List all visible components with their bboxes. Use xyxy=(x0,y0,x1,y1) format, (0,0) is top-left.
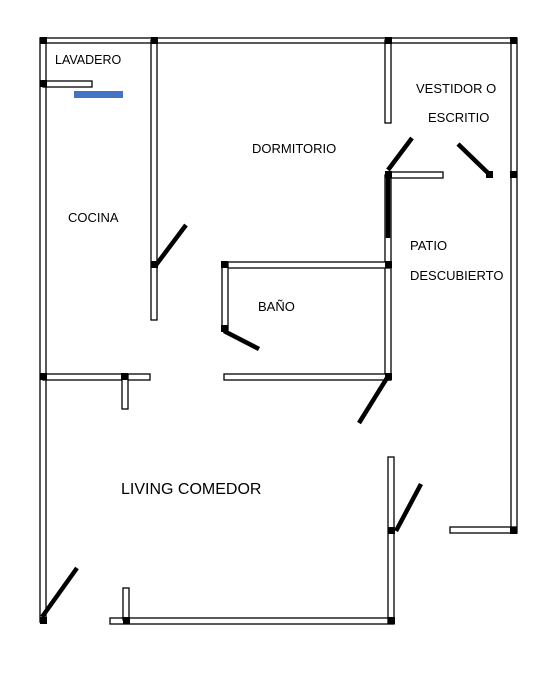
exterior-walls xyxy=(39,37,518,625)
interior-walls xyxy=(42,39,444,624)
door-vestidor-patio xyxy=(456,142,491,176)
room-labels: LAVADERO DORMITORIO VESTIDOR O ESCRITIO … xyxy=(55,53,503,498)
junction-marker xyxy=(151,37,158,44)
door-entrance xyxy=(40,566,79,619)
door-dormitorio-vestidor xyxy=(386,136,414,172)
label-vestidor-line1: VESTIDOR O xyxy=(416,81,496,96)
junction-marker xyxy=(385,37,392,44)
junction-marker xyxy=(221,261,228,268)
junction-marker xyxy=(510,527,517,534)
wall-vestidor-bottom xyxy=(386,171,444,179)
wall-junctions xyxy=(40,37,517,624)
junction-marker xyxy=(388,527,395,534)
label-patio-line1: PATIO xyxy=(410,238,447,253)
label-lavadero: LAVADERO xyxy=(55,53,122,67)
wall-bano-bottom xyxy=(223,373,391,381)
label-patio-line2: DESCUBIERTO xyxy=(410,268,503,283)
label-cocina: COCINA xyxy=(68,210,119,225)
junction-marker xyxy=(388,617,395,624)
junction-marker xyxy=(40,37,47,44)
wall-bottom xyxy=(109,617,395,625)
junction-marker xyxy=(40,373,47,380)
door-living-patio-lower xyxy=(394,482,423,533)
wall-left xyxy=(39,37,47,623)
label-living: LIVING COMEDOR xyxy=(121,481,261,498)
wall-cocina-bottom xyxy=(42,373,151,381)
junction-marker xyxy=(510,171,517,178)
junction-marker xyxy=(221,325,228,332)
junction-marker xyxy=(151,261,158,268)
junction-marker xyxy=(385,171,392,178)
laundry-fixture xyxy=(74,91,123,98)
wall-vestidor xyxy=(384,39,392,124)
door-cocina-dormitorio xyxy=(154,223,188,267)
wall-right xyxy=(510,37,518,534)
wall-bano-top xyxy=(221,261,391,269)
wall-living-right xyxy=(387,456,395,624)
junction-marker xyxy=(121,373,128,380)
label-dormitorio: DORMITORIO xyxy=(252,141,336,156)
junction-marker xyxy=(510,37,517,44)
doors xyxy=(40,136,491,619)
wall-entry-stub xyxy=(122,587,130,621)
junction-marker xyxy=(385,373,392,380)
junction-marker xyxy=(40,617,47,624)
door-bano xyxy=(222,328,261,352)
label-bano: BAÑO xyxy=(258,299,295,314)
wall-lavadero-ledge xyxy=(42,80,93,88)
wall-cocina-dormitorio xyxy=(150,39,158,321)
junction-marker xyxy=(385,261,392,268)
junction-marker xyxy=(40,80,47,87)
wall-bano-left xyxy=(221,261,229,331)
junction-marker xyxy=(486,171,493,178)
wall-patio-bottom xyxy=(449,526,517,534)
junction-marker xyxy=(123,617,130,624)
label-vestidor-line2: ESCRITIO xyxy=(428,110,489,125)
wall-top xyxy=(42,37,517,44)
door-living-patio xyxy=(357,376,389,425)
